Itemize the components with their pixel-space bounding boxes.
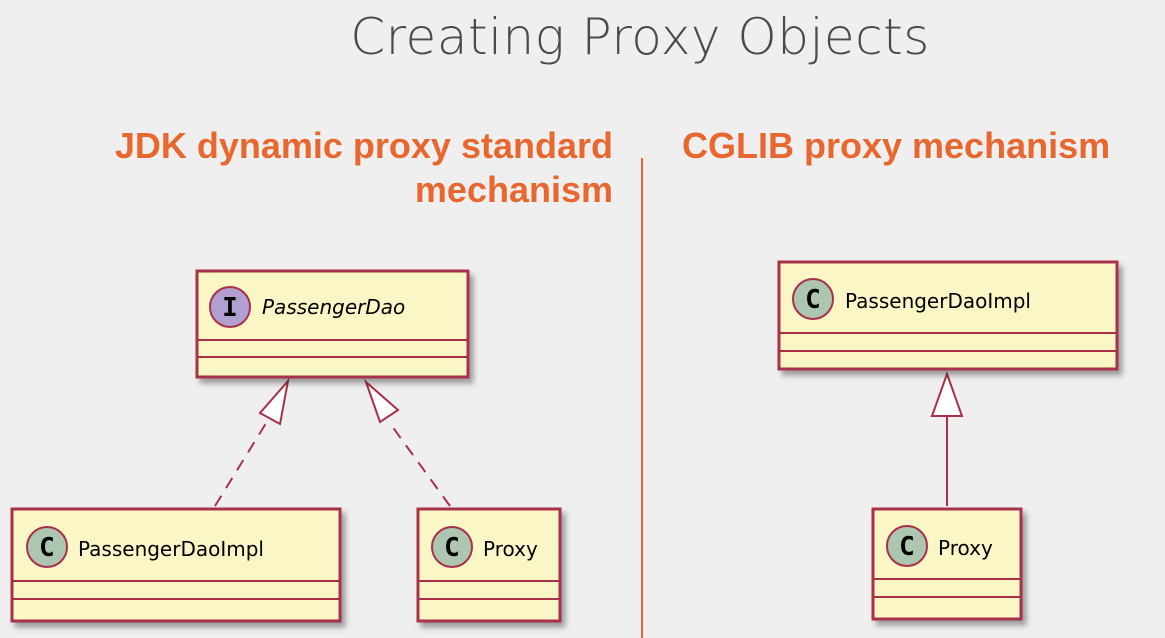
interface-stereotype-letter: I (222, 293, 238, 323)
interface-stereotype-icon (209, 286, 251, 328)
class-stereotype-letter: C (39, 533, 55, 563)
class-stereotype-letter: C (805, 285, 821, 315)
class-stereotype-letter: C (899, 532, 915, 562)
left-heading: JDK dynamic proxy standard mechanism (115, 124, 613, 212)
left-class-passenger-dao-impl: C PassengerDaoImpl (10, 507, 342, 623)
left-class-proxy: C Proxy (416, 507, 562, 623)
class-name: PassengerDaoImpl (78, 537, 264, 561)
panel-divider (641, 158, 643, 638)
class-stereotype-icon (26, 526, 68, 568)
right-class-proxy: C Proxy (871, 507, 1023, 621)
right-class-passenger-dao-impl: C PassengerDaoImpl (777, 260, 1119, 371)
interface-name: PassengerDao (262, 295, 405, 319)
right-heading: CGLIB proxy mechanism (682, 125, 1111, 166)
slide-title: Creating Proxy Objects (350, 8, 930, 66)
class-name: Proxy (938, 536, 993, 560)
class-stereotype-icon (792, 278, 834, 320)
class-name: PassengerDaoImpl (845, 289, 1031, 313)
left-heading-line2: mechanism (414, 169, 613, 210)
left-realization-proxy (363, 378, 451, 507)
right-generalization (930, 371, 964, 506)
class-name: Proxy (483, 537, 538, 561)
class-stereotype-icon (431, 526, 473, 568)
class-stereotype-letter: C (444, 533, 460, 563)
interface-passenger-dao: I PassengerDao (195, 269, 470, 379)
left-realization-impl (214, 377, 290, 507)
left-heading-line1: JDK dynamic proxy standard (114, 125, 613, 166)
class-stereotype-icon (886, 525, 928, 567)
